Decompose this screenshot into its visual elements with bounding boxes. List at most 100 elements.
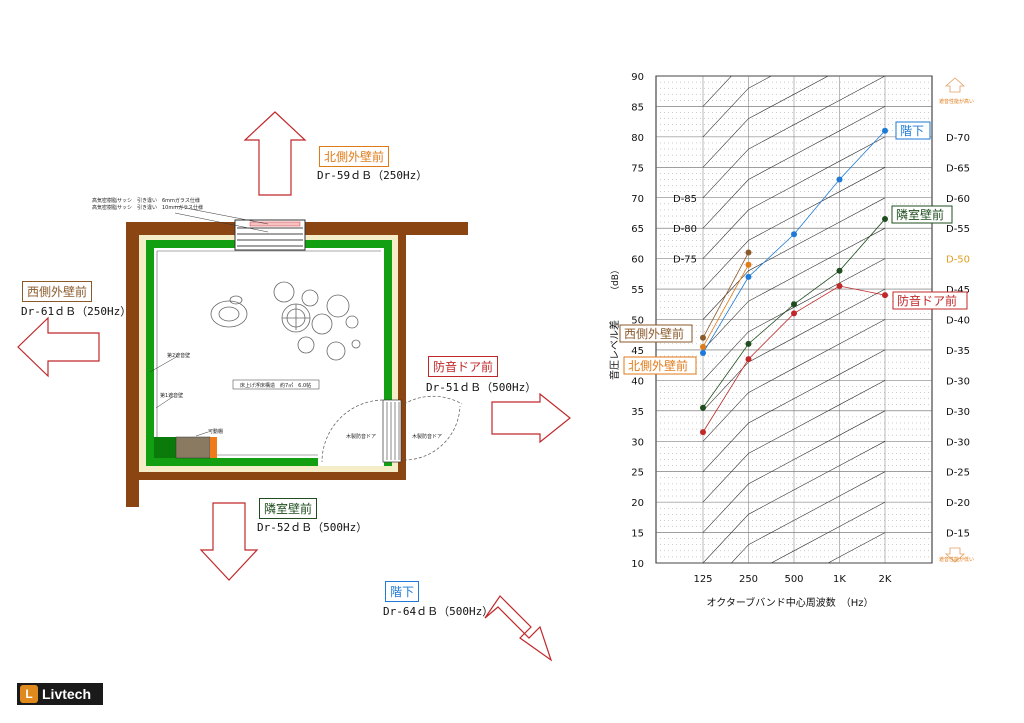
arrow-down-diag: [484, 595, 553, 662]
legend-label: 北側外壁前: [628, 358, 688, 373]
x-tick-label: 500: [784, 574, 803, 585]
d-curve: [702, 76, 829, 168]
d-left-label: D-85: [673, 194, 697, 205]
lower-arrow-icon: [944, 547, 966, 563]
outer-wall-right: [398, 235, 406, 480]
d-right-label: D-50: [946, 255, 970, 266]
d-curve: [702, 197, 886, 320]
legend-box: [892, 291, 968, 310]
d-curve: [702, 410, 886, 533]
legend-label: 防音ドア前: [897, 293, 957, 308]
y-tick-label: 80: [631, 133, 644, 144]
series-point: [836, 267, 843, 274]
d-curve: [730, 471, 886, 563]
y-tick-label: 90: [631, 72, 644, 83]
arrow-west: [17, 316, 100, 378]
outer-wall-bottom-left: [126, 472, 139, 507]
series-point: [745, 261, 752, 268]
series-point: [700, 429, 706, 436]
d-right-label: D-40: [946, 316, 970, 327]
d-curve: [702, 106, 886, 229]
d-right-label: D-30: [946, 437, 970, 448]
y-tick-label: 45: [631, 346, 644, 357]
d-curve: [702, 258, 886, 381]
d-curve: [702, 76, 772, 138]
series-point: [882, 292, 888, 299]
bottom-opening: [318, 458, 384, 466]
series-line: [702, 264, 749, 348]
legend-box: [619, 324, 693, 343]
green-block: [154, 437, 176, 458]
arrow-north: [243, 111, 307, 196]
d-curve: [770, 501, 886, 563]
d-right-label: D-60: [946, 194, 970, 205]
floor-note: 床上げ浮床構造 約7㎡ 6.0帖: [240, 383, 312, 389]
d-right-label: D-45: [946, 285, 970, 296]
movable-shelf-label: 可動棚: [208, 429, 224, 435]
series-point: [882, 216, 888, 223]
down-value: Dr-64ｄＢ（500Hz）: [383, 605, 494, 618]
soundproof-door-inner[interactable]: [321, 399, 402, 463]
livtech-logo: L Livtech: [17, 683, 103, 705]
d-curve: [702, 319, 886, 442]
soundproof-door-outer[interactable]: [403, 395, 463, 461]
series-line: [702, 252, 749, 338]
series-point: [700, 334, 706, 341]
d-curve: [702, 441, 886, 563]
outer-wall-left: [126, 222, 139, 507]
d-left-label: D-75: [673, 255, 697, 266]
y-tick-label: 30: [631, 437, 644, 448]
x-tick-label: 250: [739, 574, 758, 585]
legend-label: 階下: [900, 123, 924, 138]
north-value: Dr-59ｄＢ（250Hz）: [317, 169, 428, 182]
series-point: [791, 231, 797, 238]
y-tick-label: 70: [631, 194, 644, 205]
series-point: [791, 301, 797, 308]
y-tick-label: 20: [631, 498, 644, 509]
d-curve: [702, 76, 886, 199]
x-tick-label: 125: [693, 574, 712, 585]
legend-box: [895, 121, 931, 140]
y-tick-label: 15: [631, 529, 644, 540]
y-tick-label: 65: [631, 224, 644, 235]
legend-box: [623, 356, 697, 375]
d-right-label: D-30: [946, 376, 970, 387]
d-curve: [827, 532, 886, 563]
series-point: [700, 343, 706, 350]
d-curve: [702, 167, 886, 290]
down-label: 階下: [385, 581, 420, 602]
d-curve: [702, 227, 886, 351]
series-point: [791, 310, 797, 317]
series-point: [745, 273, 752, 280]
series-point: [745, 356, 752, 363]
x-tick-label: 2K: [879, 574, 892, 585]
movable-shelf[interactable]: [175, 436, 211, 459]
west-value: Dr-61ｄＢ（250Hz）: [21, 305, 132, 318]
d-curve: [703, 76, 704, 77]
y-tick-label: 75: [631, 163, 644, 174]
chart-bottom-note: 遮音性能が低い: [939, 557, 975, 563]
arrow-east: [491, 392, 571, 444]
series-point: [882, 127, 888, 134]
d-curve: [702, 380, 886, 503]
series-point: [700, 349, 706, 356]
y-tick-label: 10: [631, 559, 644, 570]
arrow-south: [199, 502, 259, 581]
series-point: [836, 283, 843, 290]
d-right-label: D-20: [946, 498, 970, 509]
y-tick-label: 35: [631, 407, 644, 418]
legend-box: [891, 205, 953, 224]
y-tick-label: 40: [631, 376, 644, 387]
y-tick-label: 85: [631, 102, 644, 113]
door1-label: 木製防音ドア: [346, 434, 377, 440]
neighbor-label: 隣室壁前: [259, 498, 318, 519]
chart-top-note: 遮音性能が高い: [939, 99, 975, 105]
y-tick-label: 50: [631, 316, 644, 327]
d-right-label: D-25: [946, 468, 970, 479]
livtech-mark: L: [20, 685, 38, 703]
d-curve: [884, 562, 885, 563]
x-tick-label: 1K: [833, 574, 846, 585]
wall1-label: 第1遮音壁: [160, 393, 184, 399]
d-right-label: D-65: [946, 163, 970, 174]
